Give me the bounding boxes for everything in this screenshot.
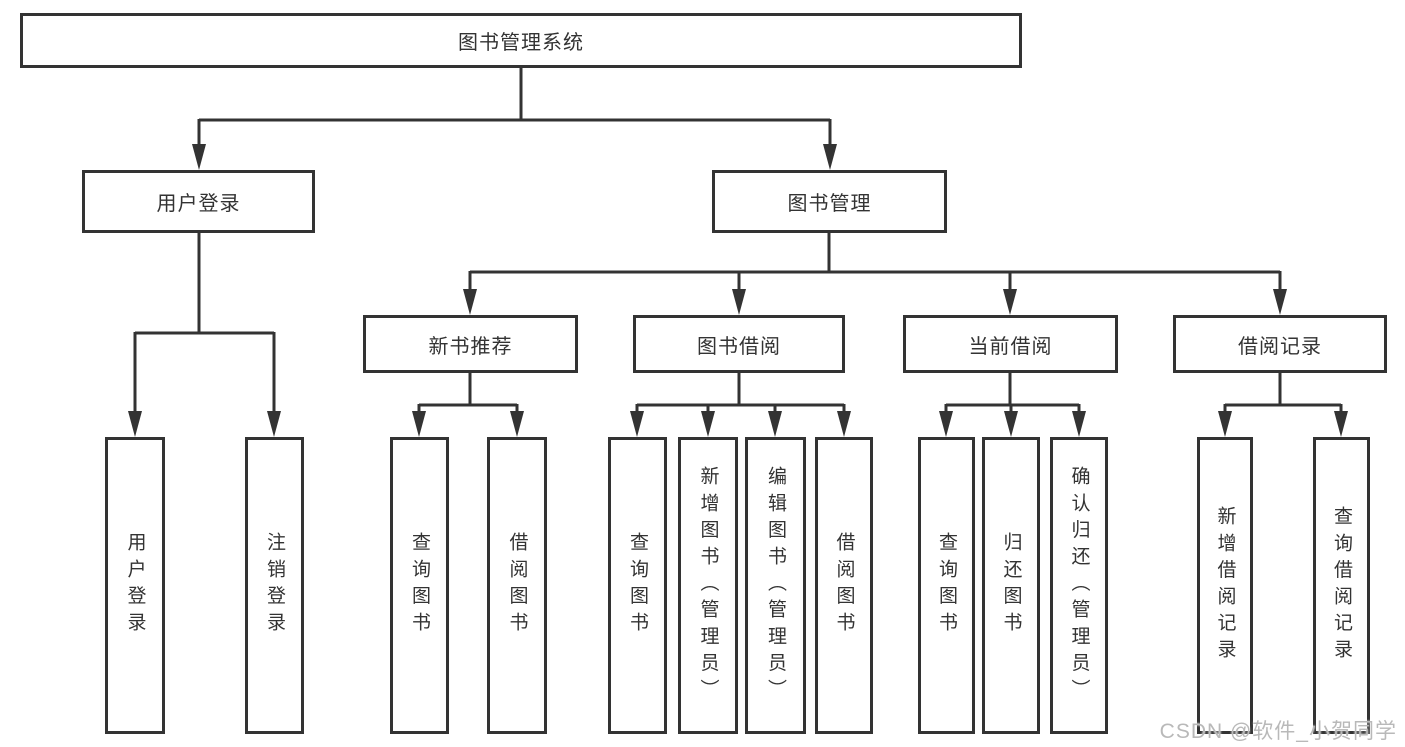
node-user-login: 用户登录	[82, 170, 315, 233]
node-new-book-recommendation: 新书推荐	[363, 315, 578, 373]
node-label: 当前借阅	[968, 335, 1053, 358]
leaf-label: 注销登录	[264, 532, 285, 639]
leaf-add-borrow-record: 新增借阅记录	[1197, 437, 1253, 734]
leaf-edit-books-admin: 编辑图书（管理员）	[745, 437, 806, 734]
node-label: 图书管理	[787, 193, 872, 215]
node-label: 借阅记录	[1238, 335, 1322, 358]
leaf-user-login: 用户登录	[105, 437, 165, 734]
leaf-label: 用户登录	[124, 532, 146, 639]
leaf-label: 查询借阅记录	[1331, 505, 1352, 666]
node-book-borrowing: 图书借阅	[633, 315, 845, 373]
leaf-label: 确认归还（管理员）	[1068, 465, 1090, 706]
leaf-confirm-return-admin: 确认归还（管理员）	[1050, 437, 1108, 734]
leaf-label: 新增借阅记录	[1214, 505, 1236, 666]
csdn-watermark: CSDN @软件_小贺同学	[1159, 720, 1397, 743]
leaf-return-books: 归还图书	[982, 437, 1040, 734]
leaf-borrow-books: 借阅图书	[815, 437, 873, 734]
leaf-add-books-admin: 新增图书（管理员）	[678, 437, 738, 734]
leaf-label: 借阅图书	[506, 532, 528, 639]
leaf-label: 查询图书	[936, 532, 957, 639]
leaf-label: 归还图书	[1000, 532, 1022, 639]
node-book-management: 图书管理	[712, 170, 947, 233]
leaf-label: 查询图书	[627, 532, 648, 639]
node-label: 图书管理系统	[458, 32, 584, 54]
node-label: 新书推荐	[428, 335, 513, 358]
leaf-label: 查询图书	[409, 532, 430, 639]
leaf-label: 编辑图书（管理员）	[765, 465, 786, 706]
node-label: 用户登录	[156, 193, 241, 215]
leaf-borrow-books-recommend: 借阅图书	[487, 437, 547, 734]
node-current-borrowing: 当前借阅	[903, 315, 1118, 373]
node-label: 图书借阅	[697, 335, 781, 358]
leaf-query-books-borrow: 查询图书	[608, 437, 667, 734]
node-borrowing-records: 借阅记录	[1173, 315, 1387, 373]
leaf-query-books-recommend: 查询图书	[390, 437, 449, 734]
leaf-label: 借阅图书	[833, 532, 855, 639]
leaf-logout: 注销登录	[245, 437, 304, 734]
node-library-management-system: 图书管理系统	[20, 13, 1022, 68]
leaf-query-books-current: 查询图书	[918, 437, 975, 734]
leaf-query-borrow-record: 查询借阅记录	[1313, 437, 1370, 734]
leaf-label: 新增图书（管理员）	[697, 465, 719, 706]
